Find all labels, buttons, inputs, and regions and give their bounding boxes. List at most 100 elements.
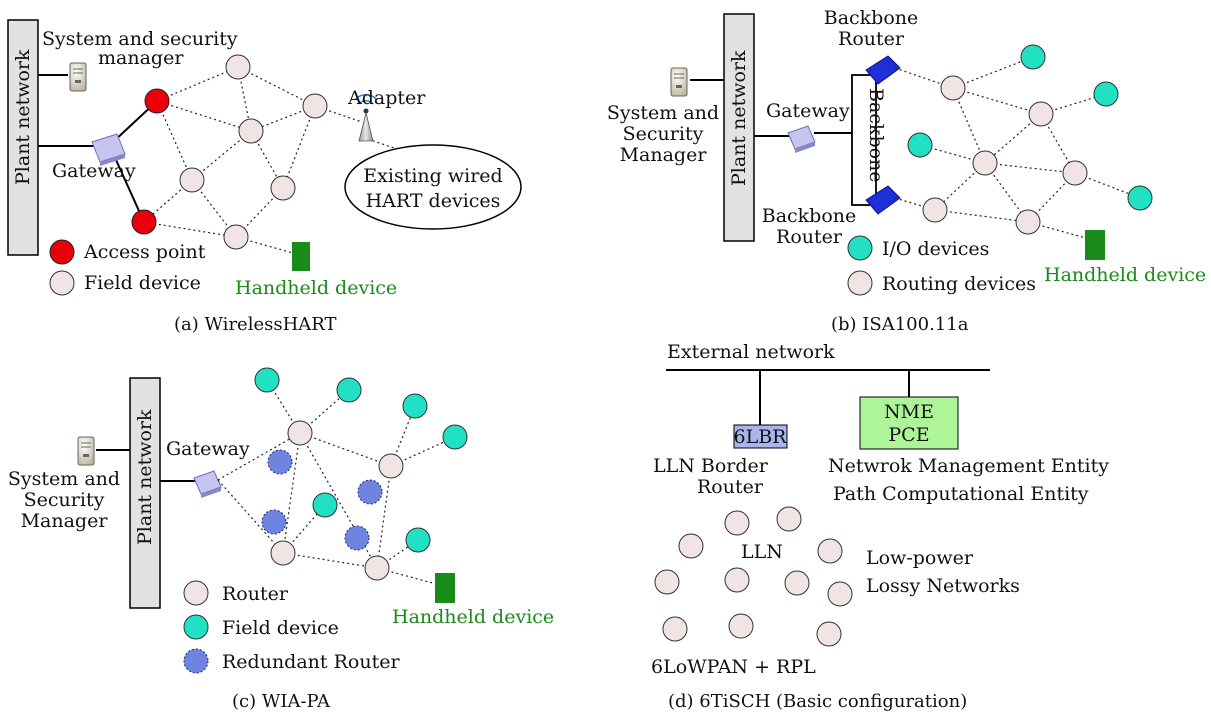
lln-node — [724, 510, 750, 536]
backbone-router-top-line1: Backbone — [824, 7, 919, 29]
system-manager-line1: System and — [607, 102, 719, 124]
lln-node — [827, 581, 853, 607]
legend-io-label: I/O devices — [882, 238, 989, 260]
legend-access-point-label: Access point — [83, 241, 206, 263]
lln-label: LLN — [741, 541, 783, 563]
plant-network-label: Plant network — [134, 409, 156, 545]
legend-io-swatch — [847, 235, 873, 261]
panel-c-caption: (c) WIA-PA — [232, 691, 331, 712]
backbone-router-bottom-icon — [865, 185, 901, 215]
pce-label: PCE — [888, 424, 929, 446]
nme-pce-box — [859, 396, 959, 450]
legend-field-device-label: Field device — [222, 617, 339, 639]
routing-device-node — [940, 75, 966, 101]
legend-field-device-swatch — [49, 270, 75, 296]
handheld-device-label: Handheld device — [1044, 264, 1206, 286]
lln-node — [654, 569, 680, 595]
sixlbr-box — [733, 424, 788, 449]
lln-nodes — [654, 506, 853, 647]
routing-device-node — [1062, 160, 1088, 186]
gateway-label: Gateway — [766, 100, 850, 122]
backbone-bar — [851, 74, 877, 206]
plant-network-bar — [723, 13, 755, 242]
io-device-node — [1020, 44, 1046, 70]
system-manager-line3: Manager — [21, 510, 109, 532]
lln-node — [817, 538, 843, 564]
field-device-node — [302, 93, 328, 119]
routing-device-node — [1015, 209, 1041, 235]
field-device-node — [254, 367, 280, 393]
system-manager-label-line2: manager — [98, 47, 184, 69]
field-device-node — [225, 54, 251, 80]
sixlbr-label: 6LBR — [734, 426, 788, 448]
gateway-to-ap-bottom — [111, 150, 145, 223]
nme-desc-label: Netwrok Management Entity — [828, 455, 1109, 477]
legend-field-device-label: Field device — [84, 272, 201, 294]
legend-access-point-swatch — [49, 239, 75, 265]
backbone-router-top-line2: Router — [838, 28, 905, 50]
nme-label: NME — [884, 401, 934, 423]
lln-node — [662, 616, 688, 642]
backbone-router-bottom-line2: Router — [776, 226, 843, 248]
gateway-label: Gateway — [166, 438, 250, 460]
field-device-node — [405, 527, 431, 553]
lln-node — [728, 613, 754, 639]
panel-b-isa100: Plant network Backbone System and Securi… — [607, 7, 1206, 335]
router-node — [287, 420, 313, 446]
panel-c-nodes — [254, 367, 468, 581]
lln-node — [816, 621, 842, 647]
router-node — [270, 540, 296, 566]
lln-node — [784, 570, 810, 596]
panel-a-wirelesshart: Plant network System and security manage… — [7, 19, 522, 335]
handheld-device-label: Handheld device — [392, 606, 554, 628]
panel-b-caption: (b) ISA100.11a — [831, 314, 969, 335]
plant-network-label: Plant network — [728, 50, 750, 186]
lowpower-label-line2: Lossy Networks — [866, 575, 1020, 597]
adapter-icon — [354, 94, 378, 142]
router-node — [378, 453, 404, 479]
gateway-label: Gateway — [52, 160, 136, 182]
redundant-router-node — [267, 449, 293, 475]
handheld-device-icon — [1085, 230, 1105, 260]
panel-c-wiapa: Plant network System and Security Manage… — [8, 367, 554, 712]
server-icon — [670, 67, 688, 97]
backbone-router-bottom-line1: Backbone — [762, 205, 857, 227]
access-point-node — [131, 209, 157, 235]
routing-device-node — [972, 150, 998, 176]
panel-a-caption: (a) WirelessHART — [174, 314, 337, 335]
lowpower-label-line1: Low-power — [866, 547, 974, 569]
lbr-label-line1: LLN Border — [653, 455, 769, 477]
external-network-label: External network — [667, 341, 835, 363]
routing-device-node — [1028, 101, 1054, 127]
system-manager-line2: Security — [24, 489, 105, 511]
panel-a-nodes — [131, 54, 328, 250]
plant-network-label: Plant network — [12, 49, 34, 185]
routing-device-node — [922, 197, 948, 223]
field-device-node — [223, 224, 249, 250]
wired-devices-ellipse — [344, 144, 522, 230]
system-manager-line2: Security — [623, 123, 704, 145]
field-device-node — [402, 393, 428, 419]
pce-desc-label: Path Computational Entity — [833, 483, 1089, 505]
plant-network-bar — [129, 377, 161, 609]
field-device-node — [270, 175, 296, 201]
legend-field-device-swatch — [183, 614, 209, 640]
system-manager-line3: Manager — [620, 144, 708, 166]
handheld-device-label: Handheld device — [235, 277, 397, 299]
access-point-node — [144, 88, 170, 114]
wired-devices-line2: HART devices — [366, 190, 501, 212]
io-device-node — [1127, 185, 1153, 211]
lln-node — [724, 567, 750, 593]
field-device-node — [442, 424, 468, 450]
backbone-label: Backbone — [865, 88, 887, 183]
legend-redundant-swatch — [183, 648, 209, 674]
legend-routing-label: Routing devices — [882, 273, 1036, 295]
redundant-router-node — [357, 479, 383, 505]
legend-router-swatch — [183, 580, 209, 606]
server-icon — [69, 62, 87, 92]
system-manager-label-line1: System and security — [42, 28, 238, 50]
io-device-node — [1093, 81, 1119, 107]
lbr-label-line2: Router — [697, 476, 764, 498]
server-icon — [77, 436, 95, 466]
